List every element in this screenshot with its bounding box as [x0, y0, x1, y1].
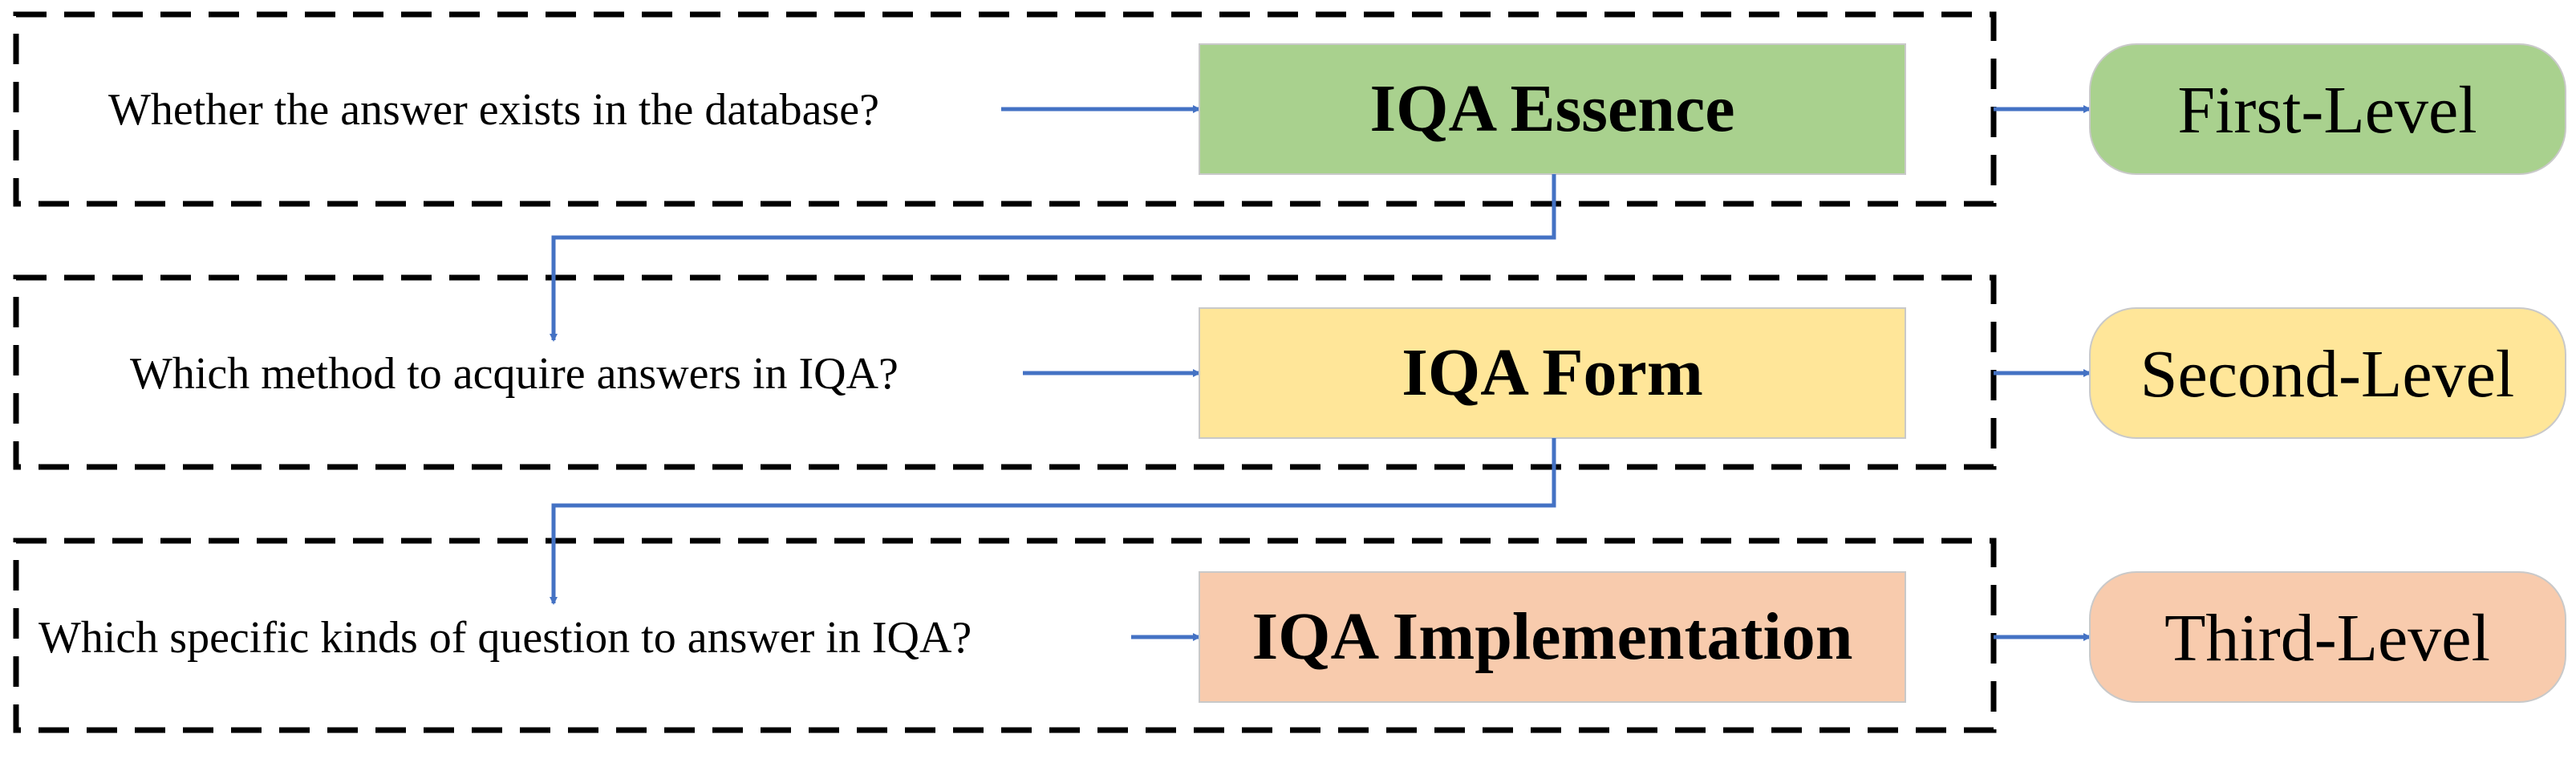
question-first: Whether the answer exists in the databas… [108, 85, 879, 135]
level-badge-third-label: Third-Level [2164, 601, 2490, 676]
box-form-label: IQA Form [1402, 335, 1703, 410]
question-second: Which method to acquire answers in IQA? [130, 349, 899, 399]
box-form [1199, 307, 1906, 439]
box-essence [1199, 43, 1906, 175]
level-badge-first-label: First-Level [2177, 73, 2477, 148]
level-badge-second [2089, 307, 2566, 439]
level-badge-second-label: Second-Level [2140, 337, 2514, 412]
question-third: Which specific kinds of question to answ… [39, 613, 972, 663]
level-badge-third [2089, 571, 2566, 703]
connector-essence-to-form [550, 174, 1556, 342]
box-implementation-label: IQA Implementation [1251, 599, 1852, 674]
box-essence-label: IQA Essence [1369, 71, 1734, 146]
level-badge-first [2089, 43, 2566, 175]
box-implementation [1199, 571, 1906, 703]
connector-form-to-implementation [550, 438, 1556, 605]
